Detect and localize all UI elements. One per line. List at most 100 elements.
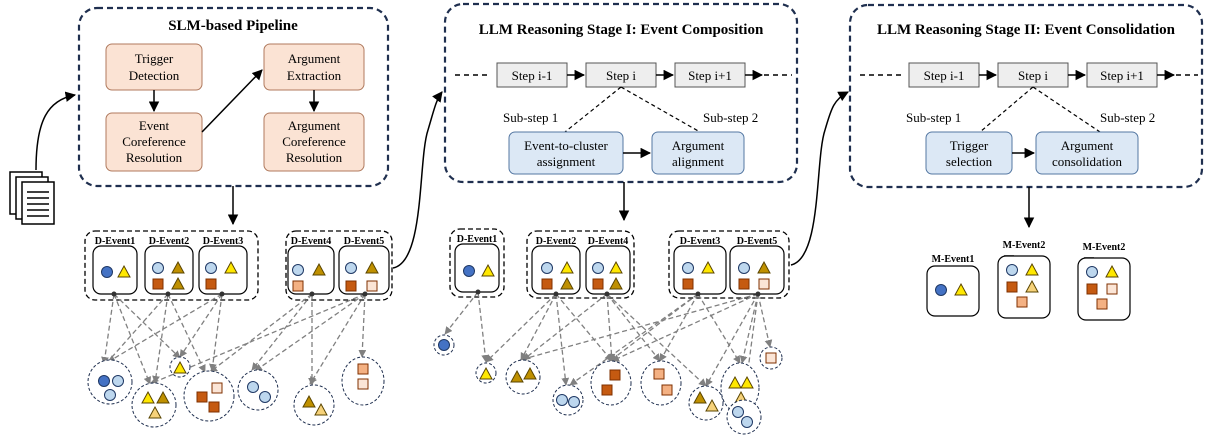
argument-triangle-icon	[757, 260, 771, 274]
argument-link	[209, 293, 223, 372]
event-card: D-Event4	[287, 236, 335, 297]
event-anchor-dot	[695, 291, 701, 297]
argument-triangle-icon	[312, 262, 326, 276]
argument-link	[477, 291, 490, 363]
argument-triangle-icon	[693, 390, 707, 404]
event-label: D-Event3	[680, 236, 721, 247]
argument-triangle-icon	[705, 398, 719, 412]
argument-link	[254, 293, 366, 372]
argument-square-icon	[1096, 298, 1108, 310]
argument-link	[611, 293, 759, 362]
argument-triangle-icon	[141, 390, 155, 404]
argument-triangle-icon	[510, 369, 524, 383]
argument-triangle-icon	[156, 390, 170, 404]
event-card: D-Event1	[454, 234, 500, 295]
argument-links	[101, 291, 773, 401]
argument-link	[444, 291, 479, 335]
argument-circle-icon	[541, 262, 553, 274]
event-anchor-dot	[309, 291, 315, 297]
argument-link	[485, 293, 557, 363]
event-card: D-Event5	[338, 236, 390, 297]
argument-circle-icon	[556, 394, 568, 406]
argument-circle-icon	[205, 262, 217, 274]
stage1-substep1-label: Sub-step 1	[503, 110, 558, 125]
argument-cluster	[341, 356, 385, 406]
argument-coreference-box: Argument Coreference Resolution	[263, 112, 365, 172]
event-card-frame	[92, 245, 138, 295]
argument-square-icon	[765, 352, 777, 364]
arg-coref-line3: Resolution	[286, 150, 343, 165]
event-coref-line2: Coreference	[122, 134, 186, 149]
argument-square-icon	[661, 384, 673, 396]
stage2-substep1-label: Sub-step 1	[906, 110, 961, 125]
argument-square-icon	[292, 280, 304, 292]
argument-circle-icon	[345, 262, 357, 274]
argument-link	[555, 293, 613, 362]
event-anchor-dot	[475, 289, 481, 295]
argument-circle-icon	[463, 265, 475, 277]
argument-link	[757, 293, 773, 348]
event-label: D-Event3	[203, 236, 244, 247]
argument-square-icon	[152, 278, 164, 290]
event-anchor-dot	[553, 291, 559, 297]
argument-triangle-icon	[365, 260, 379, 274]
argument-circle-icon	[101, 266, 113, 278]
event-label: D-Event4	[291, 236, 332, 247]
event-coref-line3: Resolution	[126, 150, 183, 165]
argument-consolidation-line2: consolidation	[1052, 154, 1123, 169]
event-groups	[84, 228, 790, 301]
argument-link	[113, 293, 181, 359]
argument-cluster	[433, 334, 455, 356]
argument-alignment-box	[651, 131, 745, 175]
argument-square-icon	[758, 278, 770, 290]
argument-triangle-icon	[479, 366, 493, 380]
doc-to-slm-arrow	[35, 91, 77, 171]
argument-square-icon	[357, 363, 369, 375]
argument-triangle-icon	[148, 405, 162, 419]
argument-circle-icon	[935, 284, 947, 296]
argument-circle-icon	[104, 389, 116, 401]
argument-square-icon	[1106, 283, 1118, 295]
argument-circle-icon	[738, 262, 750, 274]
argument-triangle-icon	[1025, 262, 1039, 276]
event-card-frame	[531, 245, 581, 295]
argument-cluster	[726, 399, 762, 435]
argument-triangle-icon	[224, 260, 238, 274]
argument-square-icon	[541, 278, 553, 290]
trigger-selection-line1: Trigger	[950, 138, 989, 153]
stage1-step-current-label: Step i	[606, 68, 636, 83]
event-card: M-Event2	[1077, 242, 1131, 321]
event-label: D-Event4	[588, 236, 629, 247]
slm-stage: SLM-based Pipeline Trigger Detection Eve…	[77, 6, 390, 188]
argument-cluster	[237, 369, 279, 411]
argument-link	[520, 293, 557, 361]
argument-triangle-icon	[728, 375, 742, 389]
argument-triangle-icon	[314, 402, 328, 416]
event-anchor-dot	[755, 291, 761, 297]
argument-circle-icon	[741, 416, 753, 428]
arg-coref-line1: Argument	[288, 118, 341, 133]
event-label: D-Event1	[457, 234, 498, 245]
event-card: D-Event2	[531, 236, 581, 297]
event-label: M-Event1	[932, 254, 975, 265]
argument-link	[519, 293, 759, 362]
argument-triangle-icon	[171, 260, 185, 274]
argument-triangle-icon	[1105, 264, 1119, 278]
argument-square-icon	[682, 278, 694, 290]
event-card-frame	[729, 245, 785, 295]
argument-consolidation-line1: Argument	[1061, 138, 1114, 153]
trigger-detection-line1: Trigger	[135, 51, 174, 66]
event-card: D-Event1	[92, 236, 138, 297]
trigger-detection-box: Trigger Detection	[105, 43, 203, 91]
event-card: D-Event2	[144, 236, 194, 297]
argument-triangle-icon	[523, 366, 537, 380]
argument-triangle-icon	[117, 264, 131, 278]
document-stack-icon	[9, 171, 55, 225]
event-anchor-dot	[362, 291, 368, 297]
event-card: D-Event3	[673, 236, 727, 297]
argument-link	[152, 293, 169, 384]
argument-cluster	[475, 362, 497, 384]
argument-link	[606, 293, 707, 387]
stage1-title: LLM Reasoning Stage I: Event Composition	[479, 22, 764, 38]
